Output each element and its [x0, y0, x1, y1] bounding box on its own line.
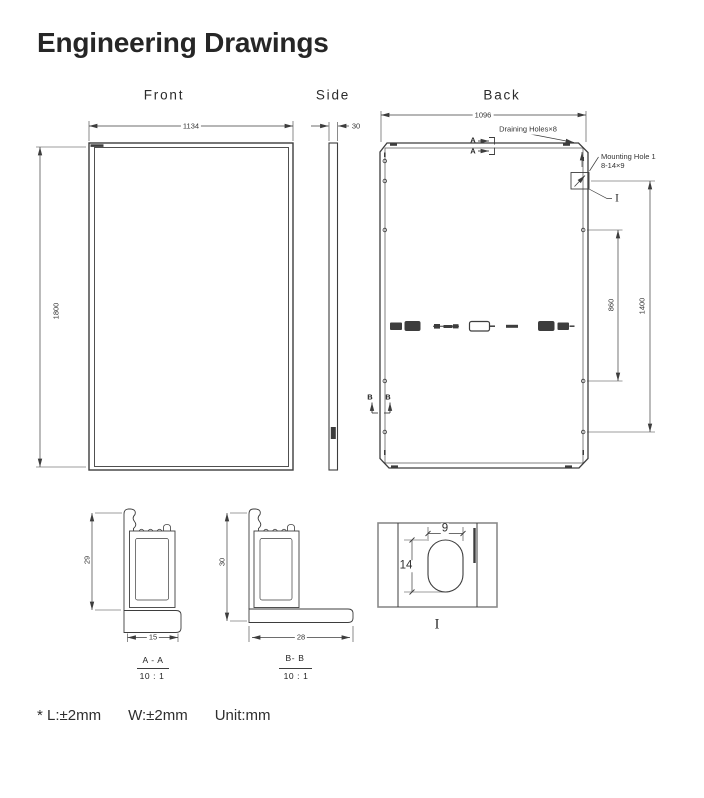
front-width-dim: 1134: [180, 121, 202, 131]
back-mount-span-dim: 1400: [637, 297, 647, 315]
section-a-letter-top: A: [470, 135, 476, 145]
section-b-cut-marks: [369, 402, 393, 414]
tolerance-note: * L:±2mm W:±2mm Unit:mm: [37, 707, 271, 724]
tolerance-width: W:±2mm: [128, 707, 188, 724]
section-bb-drawing: [224, 508, 354, 669]
section-bb-scale: 10 : 1: [283, 670, 309, 681]
detail-ref-label: I: [615, 190, 619, 205]
mounting-hole-note-line1: Mounting Hole 1: [601, 152, 656, 161]
section-a-letter-bottom: A: [470, 146, 476, 156]
section-bb-title: B- B: [285, 652, 305, 663]
section-aa-height-dim: 29: [82, 555, 92, 565]
back-view-label: Back: [483, 87, 521, 103]
frame-hole-marks: [382, 152, 586, 455]
detail-i-label: I: [434, 616, 440, 633]
side-thickness-dim: 30: [351, 121, 361, 131]
back-view-drawing: [369, 111, 655, 469]
draining-holes-note: Draining Holes×8: [497, 124, 559, 135]
side-view-label: Side: [315, 87, 351, 103]
side-view-drawing: [311, 122, 349, 471]
section-aa-title: A - A: [142, 654, 164, 665]
junction-box-connectors: [390, 320, 575, 332]
section-a-cut-marks: [478, 137, 495, 155]
detail-hole-width-dim: 9: [440, 522, 450, 535]
mounting-hole-callout: [570, 156, 612, 199]
front-height-dim: 1800: [51, 302, 61, 320]
section-aa-scale: 10 : 1: [139, 670, 165, 681]
detail-hole-height-dim: 14: [398, 559, 414, 572]
unit-note: Unit:mm: [214, 707, 271, 724]
back-hole-span-dim: 860: [606, 298, 616, 312]
section-bb-width-dim: 28: [294, 632, 308, 642]
mounting-hole-note-line2: 8-14×9: [601, 161, 625, 170]
section-aa-width-dim: 15: [146, 632, 160, 642]
section-bb-height-dim: 30: [217, 557, 227, 567]
page-title: Engineering Drawings: [37, 27, 329, 58]
front-view-label: Front: [143, 87, 185, 103]
section-b-letter-right: B: [385, 392, 391, 402]
section-aa-drawing: [89, 508, 182, 669]
detail-i-drawing: [377, 522, 498, 608]
section-b-letter-left: B: [367, 392, 373, 402]
tolerance-length: * L:±2mm: [37, 707, 102, 724]
front-view-drawing: [36, 121, 294, 471]
back-width-dim: 1096: [472, 110, 494, 120]
